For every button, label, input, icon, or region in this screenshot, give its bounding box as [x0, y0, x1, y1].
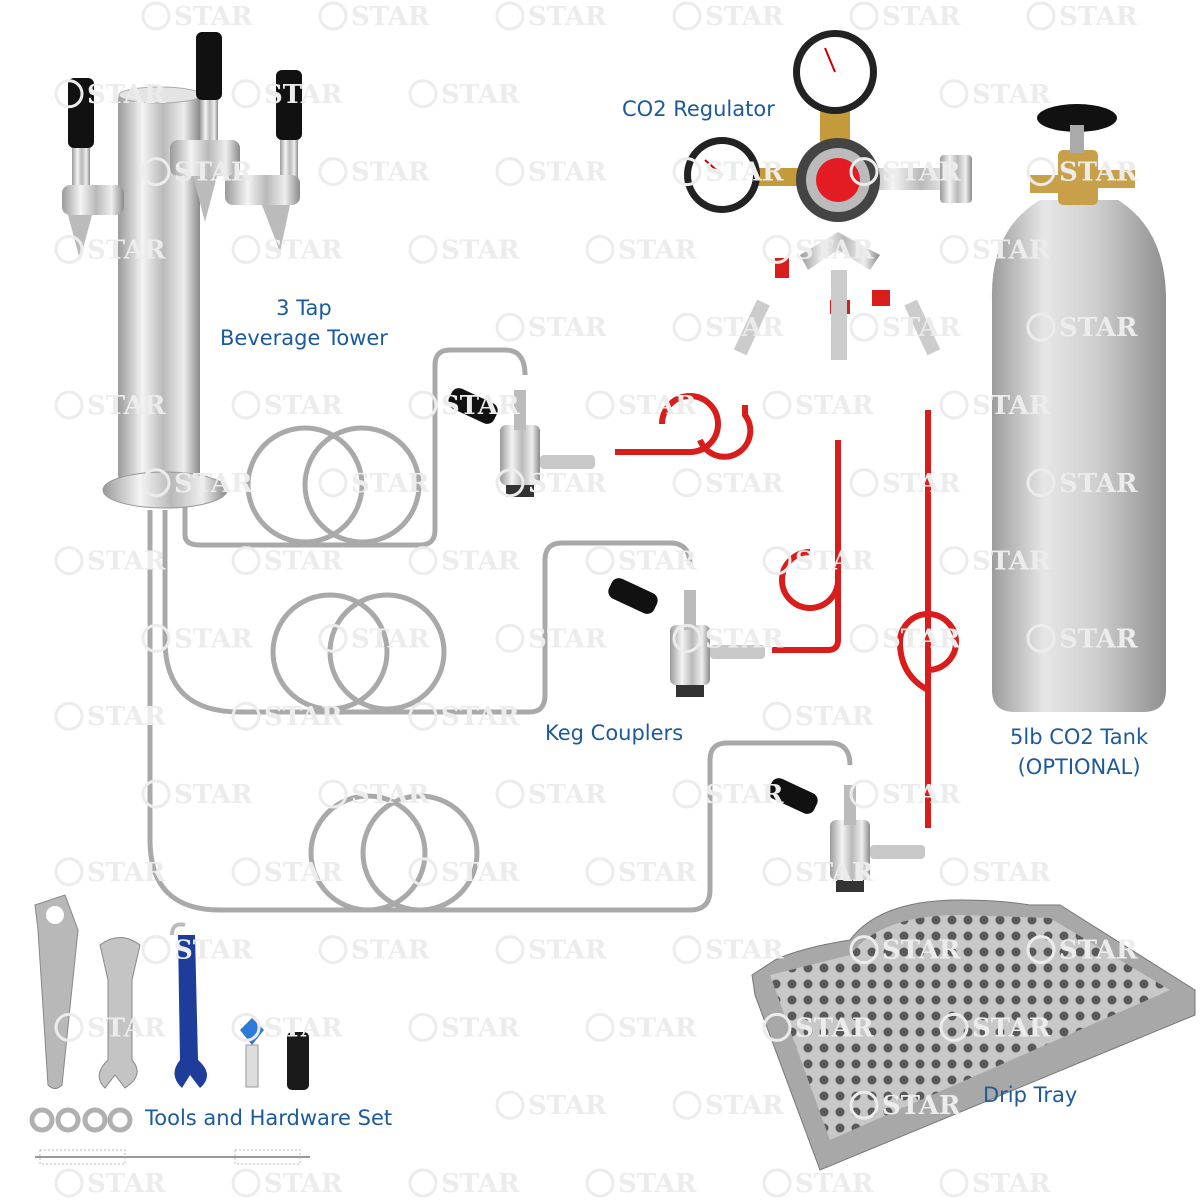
drip-tray-art — [751, 899, 1196, 1171]
hose-clamps — [29, 1107, 133, 1133]
beer-line-2-coil — [270, 592, 390, 712]
faucet-brush — [240, 1018, 264, 1088]
faucet-center — [170, 32, 240, 222]
couplers-label: Keg Couplers — [545, 721, 684, 745]
spanner-wrench — [98, 937, 141, 1089]
tank-label-line2: (OPTIONAL) — [1017, 755, 1141, 779]
beer-lines — [147, 347, 853, 913]
beer-line-1-coil — [245, 425, 365, 545]
tower-wrench — [34, 894, 79, 1089]
coupler-1 — [448, 388, 595, 497]
tools-set — [29, 894, 310, 1165]
faucet-cap — [287, 1032, 309, 1090]
coupler-3 — [768, 778, 925, 892]
co2-lines — [615, 393, 959, 828]
faucet-right — [225, 70, 302, 252]
tower-label-line1: 3 Tap — [276, 296, 332, 320]
tower-label-line2: Beverage Tower — [220, 326, 388, 350]
gas-line-3 — [896, 410, 959, 828]
beer-line-2 — [162, 510, 693, 715]
co2-regulator — [684, 30, 972, 360]
gas-line-1 — [615, 393, 754, 460]
keg-couplers — [448, 388, 925, 892]
beverage-tower — [62, 32, 302, 509]
co2-tank — [991, 104, 1166, 712]
line-brush — [35, 1149, 310, 1165]
beer-line-3 — [147, 510, 853, 913]
tools-label: Tools and Hardware Set — [145, 1106, 393, 1130]
faucet-wrench — [174, 935, 208, 1088]
drip-tray-label: Drip Tray — [983, 1083, 1078, 1107]
tank-label: 5lb CO2 Tank (OPTIONAL) — [1010, 722, 1148, 782]
tank-label-line1: 5lb CO2 Tank — [1010, 725, 1149, 749]
faucet-left — [62, 78, 124, 260]
regulator-label: CO2 Regulator — [622, 97, 775, 121]
gas-line-2 — [772, 440, 841, 653]
beer-line-3-coil — [308, 793, 428, 913]
coupler-2 — [608, 578, 765, 697]
tower-label: 3 Tap Beverage Tower — [220, 293, 388, 353]
beer-line-1 — [182, 347, 528, 548]
